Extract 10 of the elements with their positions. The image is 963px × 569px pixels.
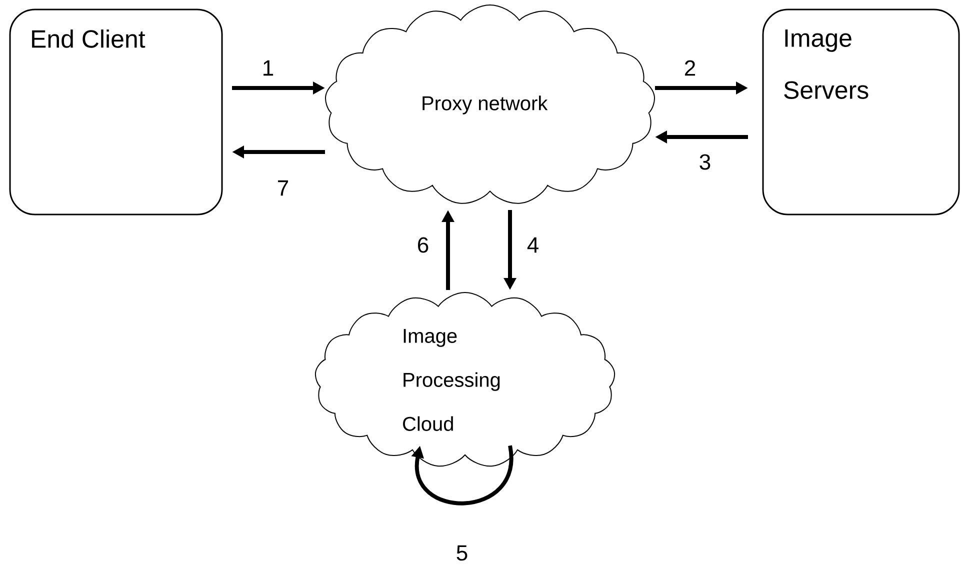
edge-label: 5 <box>454 544 470 562</box>
edge-label: 4 <box>526 236 540 254</box>
loop-arrow <box>411 446 514 506</box>
client-box: Image Servers <box>762 8 960 216</box>
edge-label: 6 <box>416 236 430 254</box>
edge-label: 3 <box>698 153 712 171</box>
client-box: End Client <box>9 8 223 216</box>
edge-label: 1 <box>260 59 276 77</box>
edge-label: 7 <box>276 179 290 197</box>
edge-label: 2 <box>682 59 698 77</box>
